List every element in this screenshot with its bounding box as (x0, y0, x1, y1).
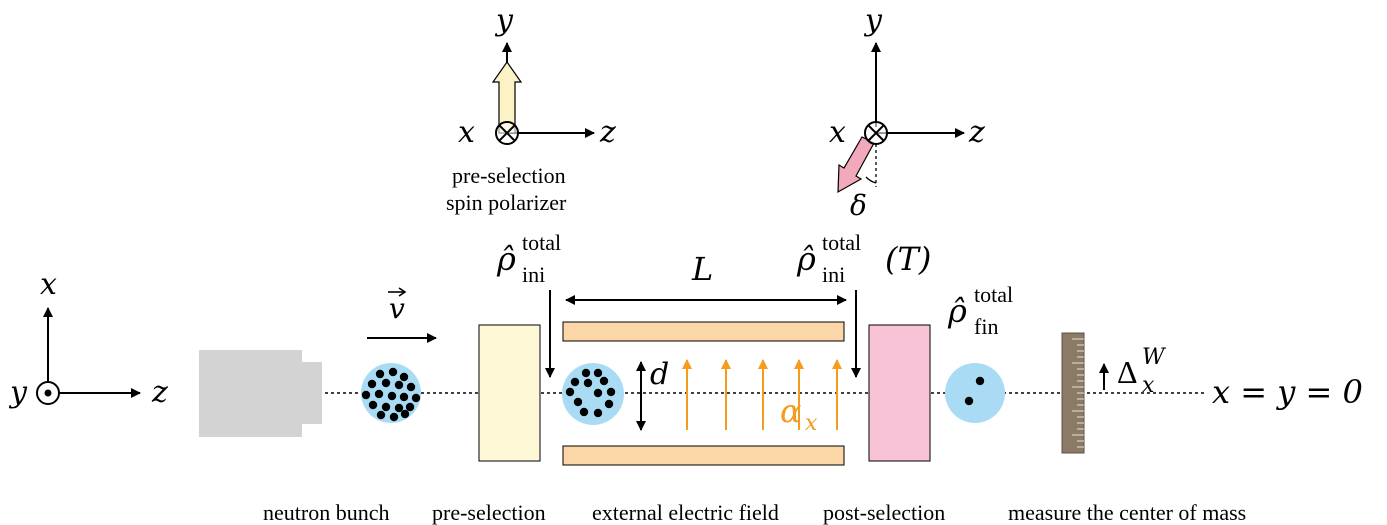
upper-plate (562, 321, 845, 342)
svg-text:ρ̂: ρ̂ (796, 240, 816, 278)
rho-ini-t-label: ρ̂ total ini (T) (796, 230, 931, 378)
rho-ini-label: ρ̂ total ini (496, 230, 561, 378)
left-axis-z-label: z (151, 375, 168, 410)
electric-field-arrows (682, 359, 842, 430)
svg-text:total: total (522, 230, 561, 255)
pre-selection-box (478, 324, 541, 462)
post-selection-axes: y x z δ (829, 3, 985, 222)
pre-axis-z-label: z (599, 115, 616, 150)
pre-selection-axes: y x z pre-selection spin polarizer (446, 3, 616, 215)
measurement-ruler (1061, 332, 1085, 454)
alpha-label: α x (780, 392, 818, 436)
caption-external-field: external electric field (592, 500, 779, 525)
length-indicator: L (565, 250, 847, 305)
velocity-label: v (389, 292, 405, 325)
origin-line-label: x = y = 0 (1212, 373, 1363, 411)
left-axis-x-label: x (40, 267, 57, 302)
svg-text:ini: ini (822, 262, 845, 287)
rho-fin-label: ρ̂ total fin (947, 282, 1013, 339)
caption-pre-selection: pre-selection (432, 500, 546, 525)
spin-tilted-arrow (837, 136, 875, 194)
svg-text:total: total (974, 282, 1013, 307)
lower-plate (562, 445, 845, 466)
length-label: L (691, 250, 713, 288)
caption-measure: measure the center of mass (1008, 500, 1246, 525)
delta-angle-label: δ (850, 189, 867, 222)
gap-indicator: d (636, 357, 669, 431)
caption-neutron-bunch: neutron bunch (263, 500, 389, 525)
svg-text:Δ: Δ (1117, 354, 1138, 390)
caption-post-selection: post-selection (823, 500, 945, 525)
displacement-indicator: Δ W x (1099, 345, 1167, 398)
pre-axis-x-label: x (458, 115, 475, 150)
left-axes: x y z (8, 267, 168, 410)
svg-text:ini: ini (522, 262, 545, 287)
post-axis-z-label: z (968, 115, 985, 150)
svg-text:ρ̂: ρ̂ (496, 240, 516, 278)
svg-text:total: total (822, 230, 861, 255)
neutron-source (199, 350, 322, 437)
left-axis-y-label: y (8, 375, 28, 410)
neutron-bunch-final (945, 363, 1005, 423)
gap-label: d (650, 357, 669, 392)
svg-text:(T): (T) (885, 240, 931, 278)
post-axis-y-label: y (863, 3, 883, 38)
pre-selection-caption-2: spin polarizer (446, 190, 567, 215)
svg-text:α: α (780, 392, 802, 430)
svg-text:x: x (1142, 373, 1155, 398)
neutron-bunch (361, 363, 421, 423)
velocity-indicator: v (367, 287, 437, 343)
pre-axis-y-label: y (494, 3, 514, 38)
svg-text:ρ̂: ρ̂ (947, 292, 967, 330)
post-axis-x-label: x (829, 115, 846, 150)
svg-text:x: x (805, 411, 818, 436)
svg-text:W: W (1142, 345, 1167, 370)
svg-text:fin: fin (974, 314, 998, 339)
post-selection-box (868, 324, 931, 462)
pre-selection-caption-1: pre-selection (452, 163, 566, 188)
neutron-bunch-in-field (562, 363, 624, 425)
